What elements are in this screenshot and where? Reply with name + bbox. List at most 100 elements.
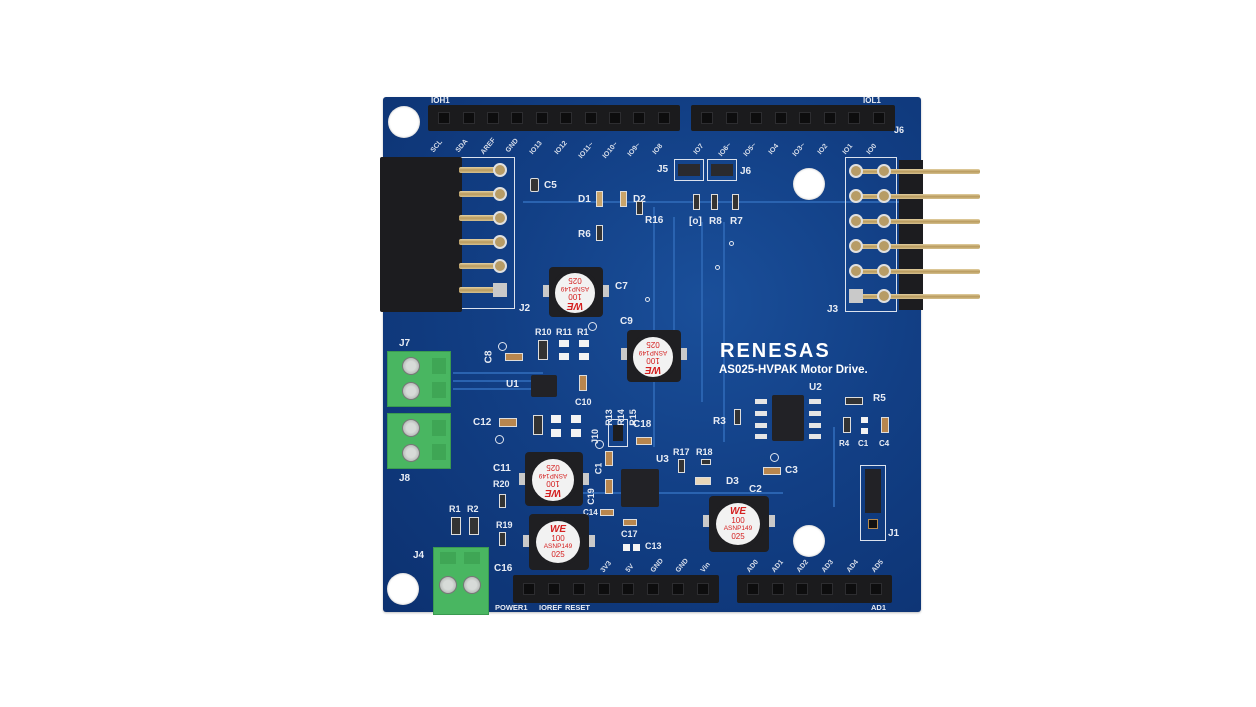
capacitor-c19 (605, 479, 613, 494)
pin-label: AD2 (795, 558, 811, 574)
jumper-j6[interactable] (707, 159, 737, 181)
terminal-screw[interactable] (463, 576, 481, 594)
header-pin[interactable] (462, 112, 475, 124)
label-c4: C4 (879, 439, 890, 448)
pad (579, 340, 589, 347)
ic-u2 (772, 395, 804, 441)
header-pin[interactable] (511, 112, 524, 124)
label-r19: R19 (496, 520, 513, 530)
header-pin[interactable] (572, 583, 585, 595)
header-pin[interactable] (657, 112, 670, 124)
header-ref-power1: POWER1 (495, 603, 528, 612)
header-pin[interactable] (535, 112, 548, 124)
label-r18: R18 (696, 447, 713, 457)
header-pin[interactable] (747, 583, 760, 595)
header-pin[interactable] (848, 112, 861, 124)
trace (523, 201, 913, 203)
pin-label: 3V3 (599, 559, 614, 574)
pad (571, 415, 581, 423)
pin-label: IO1 (841, 142, 855, 156)
terminal-screw[interactable] (439, 576, 457, 594)
pad (579, 353, 589, 360)
terminal-screw[interactable] (402, 382, 420, 400)
terminal-block-j4[interactable] (433, 547, 489, 615)
header-pin[interactable] (560, 112, 573, 124)
label-r16: R16 (645, 215, 664, 226)
terminal-screw[interactable] (402, 444, 420, 462)
header-pin[interactable] (584, 112, 597, 124)
connector-j2-pins (459, 163, 511, 305)
resistor-r8 (711, 194, 718, 210)
header-pin[interactable] (438, 112, 451, 124)
header-pin[interactable] (774, 112, 787, 124)
resistor-r1 (451, 517, 461, 535)
via (729, 241, 734, 246)
header-pin[interactable] (696, 583, 709, 595)
pin-label: AD0 (745, 558, 761, 574)
header-ioh1 (428, 105, 680, 131)
header-pin[interactable] (701, 112, 714, 124)
capacitor-c7: WE 100 ASNP149 025 (551, 269, 599, 317)
label-c11: C11 (493, 463, 511, 474)
resistor-r4 (843, 417, 851, 433)
jumper-j5[interactable] (674, 159, 704, 181)
terminal-block-j7[interactable] (387, 351, 451, 407)
jumper-j1[interactable] (860, 465, 886, 541)
connector-j3-pins (849, 163, 980, 313)
resistor-r6 (596, 225, 603, 241)
header-pin[interactable] (796, 583, 809, 595)
label-r20: R20 (493, 479, 510, 489)
label-r17: R17 (673, 447, 690, 457)
pin-label: AD3 (820, 558, 836, 574)
header-pin[interactable] (771, 583, 784, 595)
terminal-block-j8[interactable] (387, 413, 451, 469)
pin-label: AD1 (770, 558, 786, 574)
header-pin[interactable] (725, 112, 738, 124)
header-pin[interactable] (608, 112, 621, 124)
label-c18: C18 (633, 419, 652, 430)
pad (551, 429, 561, 437)
header-pin[interactable] (869, 583, 882, 595)
connector-ref-j6: J6 (894, 125, 905, 135)
pin-label: AD4 (845, 558, 861, 574)
capacitor-c13 (623, 544, 630, 551)
pin-label: AREF (479, 136, 498, 156)
pin-label: 5V (624, 562, 636, 574)
pin-label: IO3~ (791, 141, 807, 158)
header-pin[interactable] (750, 112, 763, 124)
terminal-screw[interactable] (402, 419, 420, 437)
header-pin[interactable] (647, 583, 660, 595)
terminal-screw[interactable] (402, 357, 420, 375)
header-pin[interactable] (845, 583, 858, 595)
header-pin[interactable] (633, 112, 646, 124)
header-pin[interactable] (523, 583, 536, 595)
label-d3: D3 (726, 476, 739, 487)
label-u2: U2 (809, 382, 822, 393)
label-c2: C2 (749, 484, 762, 495)
capacitor-c2: WE 100 ASNP149 025 (712, 499, 764, 549)
jumper-j10[interactable] (608, 419, 628, 447)
pin-label: GND (674, 557, 691, 574)
resistor-r2 (469, 517, 479, 535)
capacitor-c8 (505, 353, 523, 361)
pad (559, 353, 569, 360)
header-ref-ioh1: IOH1 (431, 96, 450, 105)
label-c13: C13 (645, 541, 662, 551)
label-d1: D1 (578, 194, 591, 205)
header-pin[interactable] (597, 583, 610, 595)
header-pin[interactable] (548, 583, 561, 595)
connector-ref-j7: J7 (399, 338, 411, 349)
header-pin[interactable] (799, 112, 812, 124)
header-pin[interactable] (820, 583, 833, 595)
capacitor-c1 (605, 451, 613, 466)
via (645, 297, 650, 302)
resistor-r9 (693, 194, 700, 210)
header-pin[interactable] (622, 583, 635, 595)
header-pin[interactable] (671, 583, 684, 595)
mounting-hole (793, 525, 825, 557)
header-pin[interactable] (486, 112, 499, 124)
header-pin[interactable] (823, 112, 836, 124)
capacitor-c14 (600, 509, 614, 516)
header-pin[interactable] (872, 112, 885, 124)
connector-ref-j5: J5 (657, 164, 669, 175)
